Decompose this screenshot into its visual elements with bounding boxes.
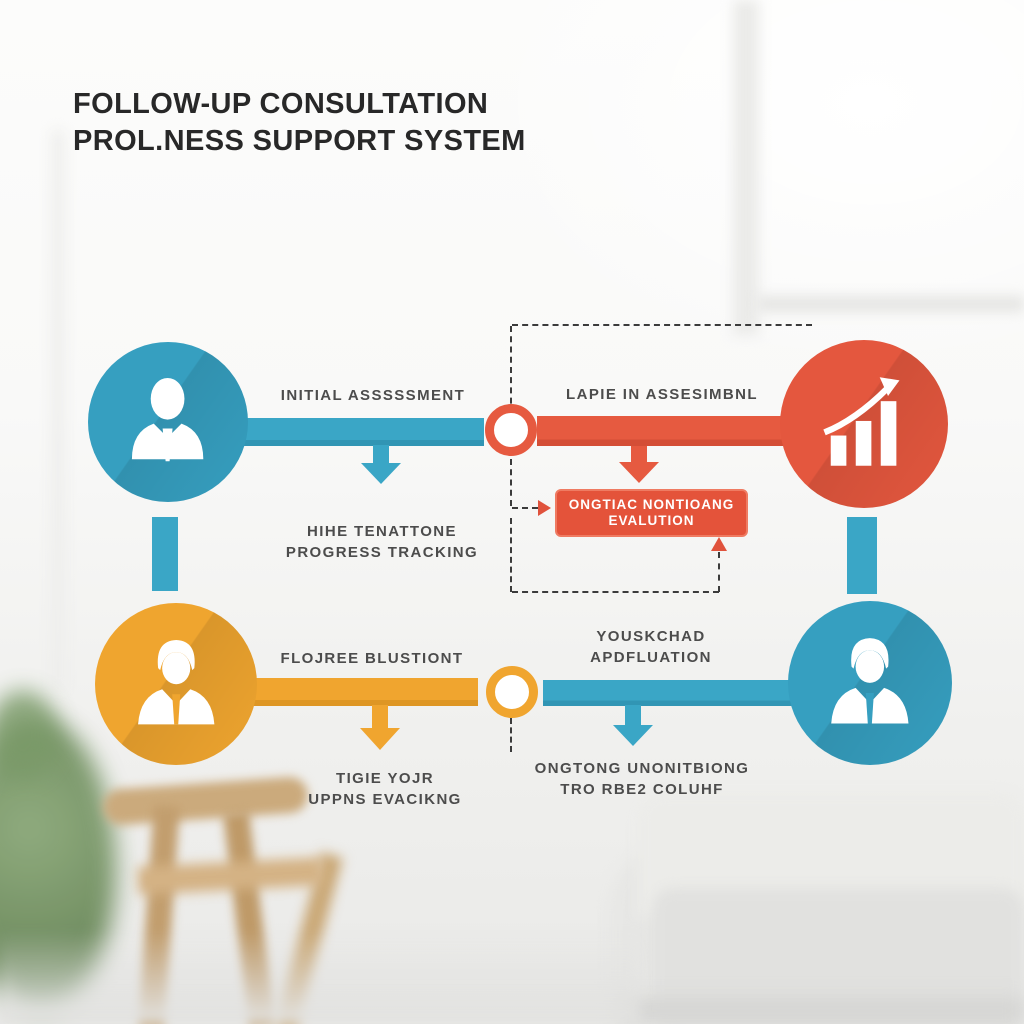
user-icon <box>132 378 204 462</box>
label-ongtong: ONGTONG UNONITBIONG TRO RBE2 COLUHF <box>534 760 750 798</box>
node-initial-assessment <box>88 342 248 502</box>
down-arrow-orange-bottom <box>372 705 388 729</box>
down-arrowhead-blue-bottom-icon <box>613 725 653 746</box>
connector-left-vertical <box>152 517 178 591</box>
window-sill <box>758 296 1024 312</box>
page-title: FOLLOW-UP CONSULTATION PROL.NESS SUPPORT… <box>73 86 526 160</box>
label-initial-assessment: INITIAL ASSSSSMENT <box>280 387 466 404</box>
evaluation-callout: ONGTIAC NONTIOANG EVALUTION <box>555 489 748 537</box>
down-arrowhead-blue-top-icon <box>361 463 401 484</box>
timeline-bar-bottom-left <box>240 678 478 706</box>
timeline-bar-bottom-right <box>543 680 793 706</box>
title-line-2: PROL.NESS SUPPORT SYSTEM <box>73 125 526 157</box>
user-hair-icon <box>137 639 215 725</box>
dashed-arrowhead-up-icon <box>711 537 727 551</box>
dashed-line-below-ring <box>510 718 512 752</box>
label-youskchad: YOUSKCHAD APDFLUATION <box>590 628 712 666</box>
label-tigie: TIGIE YOJR UPPNS EVACIKNG <box>308 770 462 808</box>
node-growth-evaluation <box>780 340 948 508</box>
title-line-1: FOLLOW-UP CONSULTATION <box>73 88 489 120</box>
plant-leaf <box>0 690 58 780</box>
dashed-line-into-callout <box>512 507 538 509</box>
dashed-line-right <box>718 552 720 592</box>
down-arrow-blue-bottom <box>625 705 641 726</box>
connector-right-vertical <box>847 517 877 594</box>
dashed-line-bottom <box>512 591 719 593</box>
timeline-bar-top-left <box>240 418 484 446</box>
connector-ring-top <box>485 404 537 456</box>
down-arrowhead-red-top-icon <box>619 462 659 483</box>
connector-ring-bottom <box>486 666 538 718</box>
sofa-shadow <box>618 998 1024 1024</box>
window-frame <box>733 0 759 335</box>
label-flojree: FLOJREE BLUSTIONT <box>280 650 464 667</box>
node-follow-up-consult <box>95 603 257 765</box>
down-arrow-red-top <box>631 446 647 463</box>
callout-line-2: EVALUTION <box>608 513 695 528</box>
dashed-line-left-lower <box>510 518 512 592</box>
callout-line-1: ONGTIAC NONTIOANG <box>568 497 735 512</box>
user-hair-icon <box>831 638 909 724</box>
down-arrowhead-orange-bottom-icon <box>360 728 400 750</box>
dashed-arrowhead-right-icon <box>538 500 551 516</box>
down-arrow-blue-top <box>373 445 389 464</box>
timeline-bar-top-right <box>537 416 799 446</box>
wall-edge <box>52 130 64 690</box>
floor <box>0 930 640 1024</box>
growth-chart-icon <box>823 377 900 466</box>
dashed-line-top <box>512 324 812 326</box>
label-lapie-assessment: LAPIE IN ASSESIMBNL <box>566 386 758 403</box>
node-client-support <box>788 601 952 765</box>
label-progress-tracking: HIHE TENATTONE PROGRESS TRACKING <box>285 523 479 561</box>
